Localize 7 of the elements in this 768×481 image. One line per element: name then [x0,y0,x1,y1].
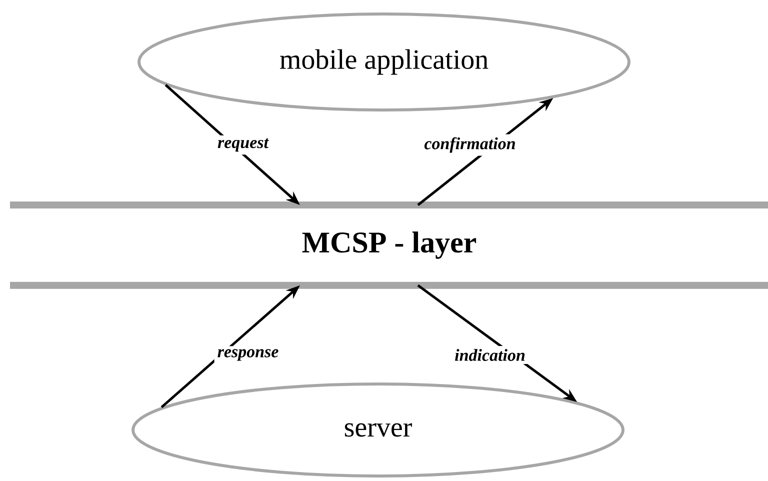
ellipse-node: mobile application [138,12,630,112]
layer-band: MCSP - layer [10,202,768,289]
edge-label: confirmation [421,134,519,156]
ellipse-node: server [132,382,624,478]
edge-label: request [214,135,272,155]
edge-label: response [214,346,282,364]
edge-label: indication [452,346,528,364]
